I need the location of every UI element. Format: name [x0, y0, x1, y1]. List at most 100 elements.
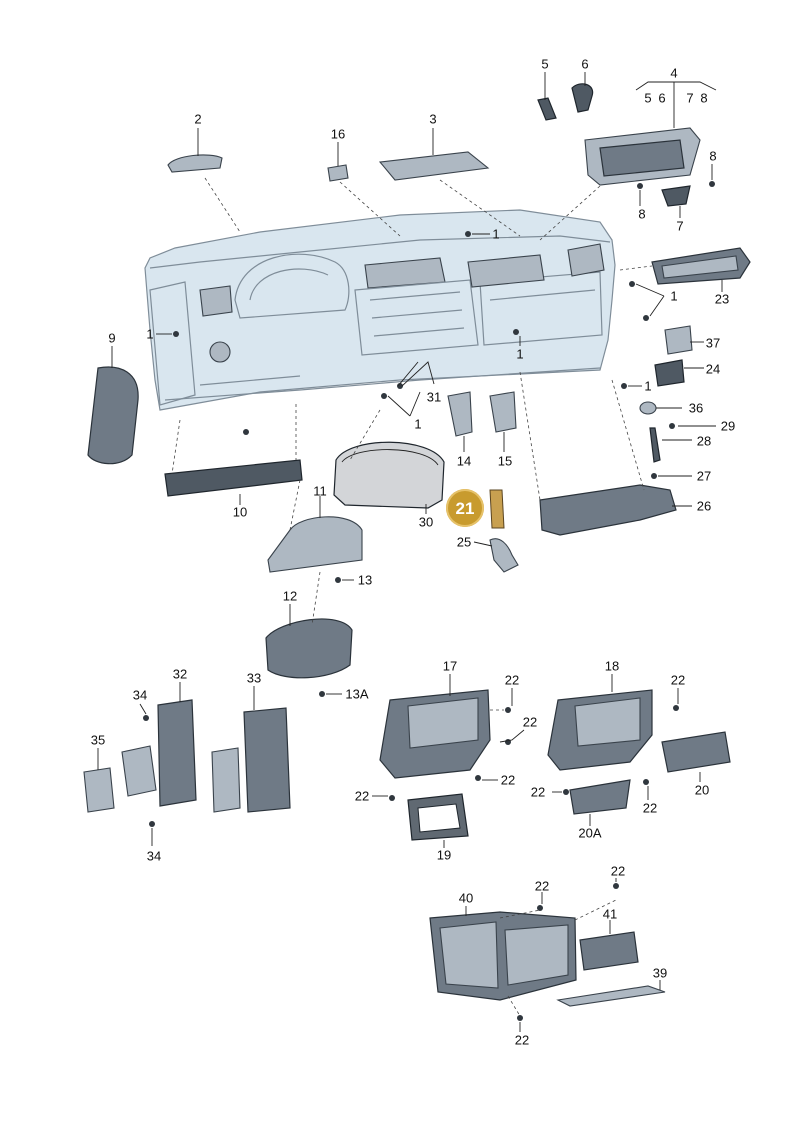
callout-12: 12 — [282, 588, 298, 604]
callout-15: 15 — [497, 453, 513, 469]
callout-32: 32 — [172, 666, 188, 682]
callout-22h: 22 — [534, 878, 550, 894]
part-25 — [489, 538, 519, 573]
callout-1a: 1 — [492, 226, 500, 242]
callout-23: 23 — [714, 291, 730, 307]
part-17-inner — [407, 697, 479, 749]
callout-22i: 22 — [610, 863, 626, 879]
callout-1b: 1 — [670, 288, 678, 304]
part-33-plate — [211, 747, 241, 813]
part-10 — [164, 459, 303, 497]
callout-26: 26 — [696, 498, 712, 514]
callout-18: 18 — [604, 658, 620, 674]
part-24 — [654, 359, 685, 387]
part-35-bracket — [121, 745, 157, 797]
callout-8a: 8 — [709, 148, 717, 164]
callout-24: 24 — [705, 361, 721, 377]
part-2 — [167, 154, 223, 173]
callout-11: 11 — [313, 483, 327, 499]
callout-2: 2 — [194, 111, 202, 127]
callout-30: 30 — [418, 514, 434, 530]
part-30 — [333, 441, 445, 509]
callout-29: 29 — [720, 418, 736, 434]
part-20A — [569, 779, 631, 815]
callout-13: 13 — [357, 572, 373, 588]
leader-lines — [97, 72, 723, 1032]
part-9 — [87, 366, 139, 465]
part-28 — [649, 427, 661, 463]
callout-34b: 34 — [146, 848, 162, 864]
callout-19: 19 — [436, 847, 452, 863]
part-7 — [661, 185, 691, 207]
callout-3: 3 — [429, 111, 437, 127]
callout-22c: 22 — [500, 772, 516, 788]
part-14 — [447, 391, 473, 437]
part-39 — [556, 985, 666, 1007]
callout-20: 20 — [694, 782, 710, 798]
callout-20A: 20A — [578, 825, 602, 841]
callout-33: 33 — [246, 670, 262, 686]
callout-22e: 22 — [670, 672, 686, 688]
callout-28: 28 — [696, 433, 712, 449]
part-26 — [539, 484, 677, 536]
callout-40: 40 — [458, 890, 474, 906]
callout-21-highlight: 21 — [446, 489, 484, 527]
dashboard-panel — [144, 209, 616, 411]
callout-17: 17 — [442, 658, 458, 674]
callout-4: 4 — [670, 65, 678, 81]
callout-27: 27 — [696, 468, 712, 484]
callout-37: 37 — [705, 335, 721, 351]
callout-13A: 13A — [345, 686, 369, 702]
part-32 — [157, 699, 197, 807]
part-6 — [571, 83, 594, 113]
callout-1c: 1 — [146, 326, 154, 342]
part-35 — [83, 767, 115, 813]
callout-39: 39 — [652, 965, 668, 981]
callout-31: 31 — [426, 389, 442, 405]
callout-4-6: 6 — [658, 90, 666, 106]
callout-1d: 1 — [516, 346, 524, 362]
callout-4-8: 8 — [700, 90, 708, 106]
callout-41: 41 — [602, 906, 618, 922]
part-12 — [265, 618, 353, 679]
callout-4-5: 5 — [644, 90, 652, 106]
part-41 — [579, 931, 639, 971]
callout-22b: 22 — [522, 714, 538, 730]
part-3 — [378, 151, 490, 181]
callout-22d: 22 — [354, 788, 370, 804]
part-15 — [489, 391, 517, 433]
callout-5: 5 — [541, 56, 549, 72]
part-5 — [537, 97, 557, 121]
callout-1f: 1 — [414, 416, 422, 432]
part-23-inner — [661, 255, 739, 279]
callout-36: 36 — [688, 400, 704, 416]
part-11 — [267, 516, 363, 573]
callout-22a: 22 — [504, 672, 520, 688]
callout-9: 9 — [108, 330, 116, 346]
callout-22f: 22 — [530, 784, 546, 800]
part-40-inner — [439, 921, 499, 989]
part-18-inner — [574, 697, 641, 747]
callout-22j: 22 — [514, 1032, 530, 1048]
callout-16: 16 — [330, 126, 346, 142]
callout-10: 10 — [232, 504, 248, 520]
callout-35: 35 — [90, 732, 106, 748]
callout-34a: 34 — [132, 687, 148, 703]
callout-8b: 8 — [638, 206, 646, 222]
part-36 — [639, 401, 657, 415]
part-16 — [327, 164, 349, 182]
callout-6: 6 — [581, 56, 589, 72]
callout-7: 7 — [676, 218, 684, 234]
part-33 — [243, 707, 291, 813]
callout-1e: 1 — [644, 378, 652, 394]
part-4-inner — [599, 139, 685, 177]
callout-4-7: 7 — [686, 90, 694, 106]
part-20 — [661, 731, 731, 773]
part-21 — [489, 489, 505, 529]
callout-14: 14 — [456, 453, 472, 469]
part-37 — [664, 325, 693, 355]
screws — [143, 181, 715, 1021]
callout-22g: 22 — [642, 800, 658, 816]
callout-25: 25 — [456, 534, 472, 550]
